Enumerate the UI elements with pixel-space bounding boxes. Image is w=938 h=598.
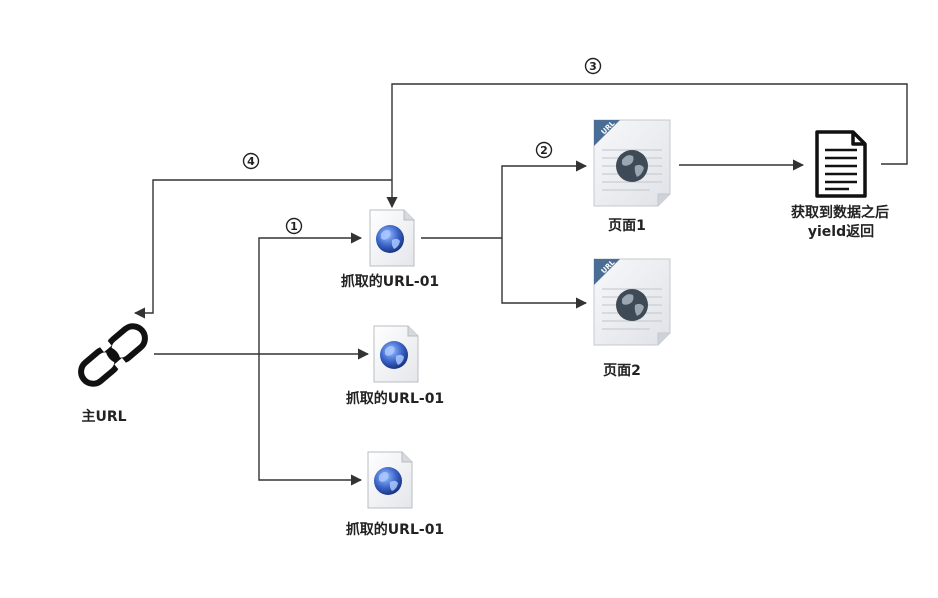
page-2-node: URL 页面2 [593,258,671,379]
crawled-url-node-1: 抓取的URL-01 [341,209,439,290]
step-3-number: 3 [589,60,597,73]
url-document-icon: URL [593,119,671,207]
step-1-number: 1 [290,220,298,233]
page-1-label: 页面1 [608,218,646,234]
text-document-icon [815,130,867,198]
step-4-number: 4 [247,155,255,168]
link-icon [78,323,148,387]
crawled-url-2-label: 抓取的URL-01 [346,390,444,407]
step-marker-2: 2 [535,141,553,159]
step-marker-1: 1 [285,217,303,235]
web-page-icon [367,451,413,509]
crawled-url-node-2: 抓取的URL-01 [346,325,444,407]
result-label-line-2: yield返回 [808,223,874,240]
step1-bracket-top [258,232,363,354]
step2-to-page2-arrow [501,238,588,309]
page-2-label: 页面2 [603,363,641,379]
step4-loop-arrow [133,179,392,319]
step-2-number: 2 [540,144,548,157]
step-marker-3: 3 [584,57,602,75]
step2-to-page1-arrow [501,160,588,238]
main-url-node: 主URL [78,323,148,425]
page-1-node: URL 页面1 [593,119,671,234]
url-document-icon: URL [593,258,671,346]
step-marker-4: 4 [242,152,260,170]
web-page-icon [373,325,419,383]
step3-loop-arrow [386,83,908,209]
crawled-url-node-3: 抓取的URL-01 [346,451,444,538]
crawled-url-1-label: 抓取的URL-01 [341,273,439,290]
step1-bracket-bottom [258,354,363,486]
main-url-label: 主URL [81,408,126,425]
connectors [133,83,908,486]
result-node: 获取到数据之后 yield返回 [791,130,889,240]
web-page-icon [369,209,415,267]
crawled-url-3-label: 抓取的URL-01 [346,521,444,538]
result-label-line-1: 获取到数据之后 [791,204,889,221]
